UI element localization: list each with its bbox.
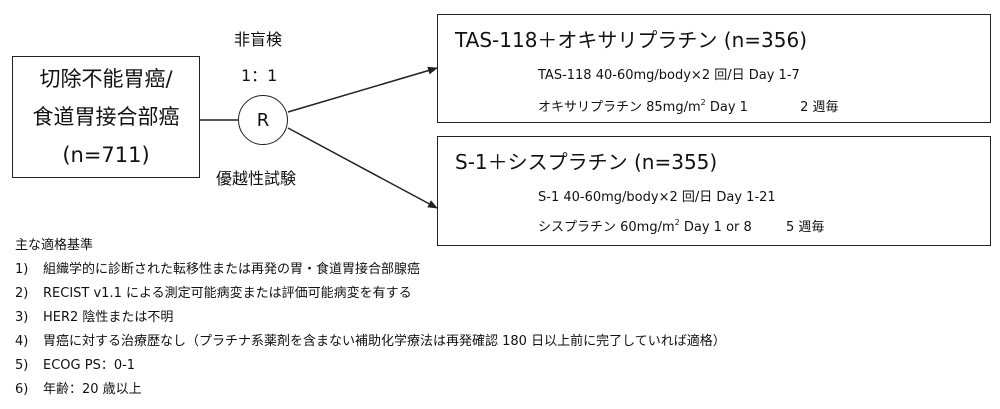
arm2-dosing-line-2: シスプラチン 60mg/m2 Day 1 or 8 5 週毎 [538,216,824,235]
criteria-item-text: HER2 陰性または不明 [43,310,174,325]
criteria-item: 6) 年齢：20 歳以上 [15,378,726,402]
arm1-dose-exponent: 2 [700,98,706,107]
arrow-to-arm2 [287,127,438,209]
population-count: (n=711) [62,143,150,167]
criteria-heading: 主な適格基準 [15,238,94,253]
arm2-dose-exponent: 2 [674,218,680,227]
allocation-ratio: 1：1 [241,66,278,85]
criteria-item: 4) 胃癌に対する治療歴なし（プラチナ系薬剤を含まない補助化学療法は再発確認 18… [15,330,726,354]
criteria-item-number: 3) [15,310,29,325]
arm1-dosing-line-1: TAS-118 40-60mg/body×2 回/日 Day 1-7 [538,68,800,83]
arm2-cycle: 5 週毎 [785,220,825,235]
arm2-drug-dose: シスプラチン 60mg/m [538,220,675,235]
criteria-item-number: 6) [15,382,29,397]
criteria-item-number: 5) [15,358,29,373]
arm1-cycle: 2 週毎 [800,100,839,115]
criteria-item-text: ECOG PS：0-1 [43,358,136,373]
criteria-item: 3) HER2 陰性または不明 [15,306,726,330]
criteria-item-number: 4) [15,334,29,349]
arm1-title: TAS-118＋オキサリプラチン (n=356) [455,28,808,52]
arm1-drug-dose: オキサリプラチン 85mg/m [538,100,701,115]
criteria-item: 1) 組織学的に診断された転移性または再発の胃・食道胃接合部腺癌 [15,258,726,282]
population-line-2: 食道胃接合部癌 [32,105,180,129]
arm1-day: Day 1 [709,100,748,115]
criteria-item: 5) ECOG PS：0-1 [15,354,726,378]
criteria-item-number: 2) [15,286,29,301]
eligibility-criteria: 主な適格基準 1) 組織学的に診断された転移性または再発の胃・食道胃接合部腺癌 2… [15,234,726,402]
arm2-dosing-line-1: S-1 40-60mg/body×2 回/日 Day 1-21 [538,190,776,205]
arm2-box: S-1＋シスプラチン (n=355) S-1 40-60mg/body×2 回/… [437,136,991,246]
randomization-symbol: R [256,109,270,131]
trial-type-label: 優越性試験 [216,169,297,188]
criteria-item-text: 組織学的に診断された転移性または再発の胃・食道胃接合部腺癌 [43,262,421,277]
criteria-item-number: 1) [15,262,29,277]
criteria-item-text: RECIST v1.1 による測定可能病変または評価可能病変を有する [43,286,412,301]
criteria-item-text: 年齢：20 歳以上 [43,382,142,397]
arm2-title: S-1＋シスプラチン (n=355) [455,150,718,174]
randomization-node: R [238,95,288,145]
arm1-dosing-line-2: オキサリプラチン 85mg/m2 Day 1 2 週毎 [538,96,839,115]
arm2-day: Day 1 or 8 [683,220,752,235]
arm1-box: TAS-118＋オキサリプラチン (n=356) TAS-118 40-60mg… [437,14,991,123]
population-box: 切除不能胃癌/ 食道胃接合部癌 (n=711) [12,56,200,178]
blinding-label: 非盲検 [234,30,283,49]
population-line-1: 切除不能胃癌/ [39,67,173,91]
criteria-item: 2) RECIST v1.1 による測定可能病変または評価可能病変を有する [15,282,726,306]
criteria-item-text: 胃癌に対する治療歴なし（プラチナ系薬剤を含まない補助化学療法は再発確認 180 … [43,334,726,349]
arrow-to-arm1 [287,66,438,113]
